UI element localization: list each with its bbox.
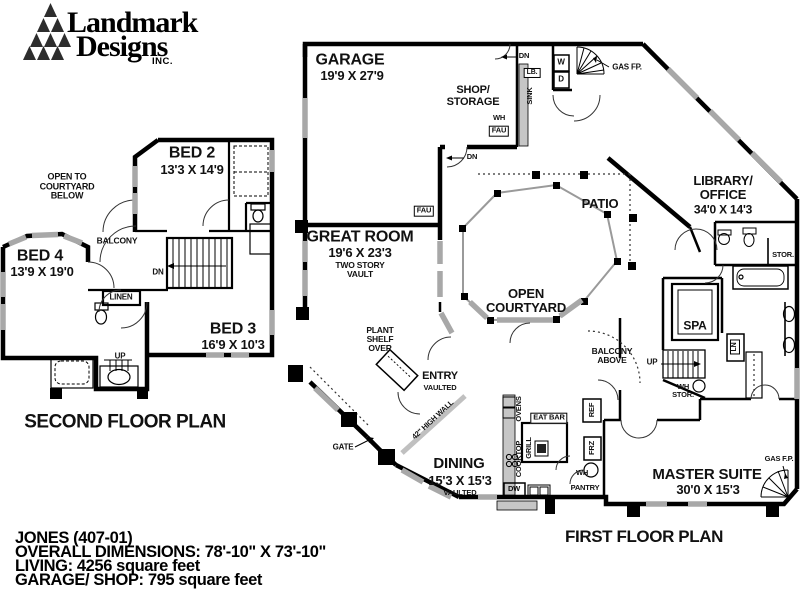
label-great-room: GREAT ROOM [306,228,414,246]
footer-living-area: LIVING: 4256 square feet [15,557,200,575]
label-washer: W [557,57,565,67]
label-great-room-note: TWO STORY VAULT [335,259,385,279]
label-open-to-courtyard: OPEN TO COURTYARD BELOW [39,171,95,201]
label-pantry: PANTRY [570,482,600,492]
label-dryer: D [558,74,564,84]
label-fau-great: FAU [413,205,435,217]
landmark-triangles-logo-icon [23,3,71,60]
label-ln: LN [729,339,741,355]
label-garage-dim: 19'9 X 27'9 [320,67,384,83]
label-sink: SINK [524,87,534,105]
label-ref: REF [586,402,596,418]
label-library-office: LIBRARY/ OFFICE [693,172,753,202]
label-master-suite: MASTER SUITE [652,465,762,483]
label-fau-upper: FAU [488,125,510,137]
label-balcony-2f: BALCONY [96,235,138,246]
footer-overall-dimensions: OVERALL DIMENSIONS: 78'-10" X 73'-10" [15,543,326,561]
label-shop-storage: SHOP/ STORAGE [446,84,500,108]
label-frz: FRZ [586,441,596,455]
first-floor-plan-title: FIRST FLOOR PLAN [565,526,723,546]
label-spa: SPA [683,318,707,333]
logo-brand-top: Landmark [67,6,198,39]
label-lb: LB. [523,67,541,79]
label-grill: GRILL [523,437,533,459]
label-gate: GATE [332,442,354,452]
label-wh-lower: WH [575,467,589,477]
label-bed2: BED 2 [168,144,216,162]
label-dining-dim: 15'3 X 15'3 [428,472,492,488]
label-garage: GARAGE [315,51,385,69]
footer-garage-area: GARAGE/ SHOP: 795 square feet [15,571,262,589]
label-eat-bar: EAT BAR [530,412,568,424]
footer-plan-name: JONES (407-01) [15,529,133,547]
label-gas-fp-upper: GAS FP. [612,62,642,72]
label-dn-patio: DN [466,151,478,161]
label-dn-top: DN [518,50,530,60]
label-up-1f: UP [646,357,658,367]
label-cooktop: COOKTOP [513,440,523,478]
label-ovens: OVENS [513,396,523,422]
label-bed3: BED 3 [209,320,257,338]
label-dining-note: VAULTED [443,487,477,497]
label-entry-note: VAULTED [423,382,457,392]
label-entry: ENTRY [422,370,458,383]
label-wh-stor: WH STOR. [672,381,694,399]
label-dn-2f: DN [152,267,164,277]
label-bed3-dim: 16'9 X 10'3 [201,336,265,352]
label-great-room-dim: 19'6 X 23'3 [328,244,392,260]
second-floor-plan-title: SECOND FLOOR PLAN [24,411,226,433]
label-up-2f: UP [114,351,126,361]
label-bed2-dim: 13'3 X 14'9 [160,161,224,177]
label-patio: PATIO [581,195,619,211]
logo-brand-bottom: Designs [76,30,168,63]
label-linen: LINEN [109,292,133,302]
label-wh-upper: WH [492,112,506,122]
label-bed4: BED 4 [16,247,64,265]
label-master-dim: 30'0 X 15'3 [676,481,740,497]
label-stor-upper: STOR. [772,249,794,259]
logo-inc-suffix: INC. [152,56,173,67]
label-balcony-above: BALCONY ABOVE [591,345,633,365]
label-dw: DW [507,483,521,493]
label-open-courtyard: OPEN COURTYARD [485,285,567,315]
label-dining: DINING [433,454,485,472]
label-library-dim: 34'0 X 14'3 [693,202,753,217]
label-gas-fp-master: GAS F.P. [764,453,794,463]
label-plant-shelf: PLANT SHELF OVER [366,325,394,354]
label-bed4-dim: 13'9 X 19'0 [10,263,74,279]
